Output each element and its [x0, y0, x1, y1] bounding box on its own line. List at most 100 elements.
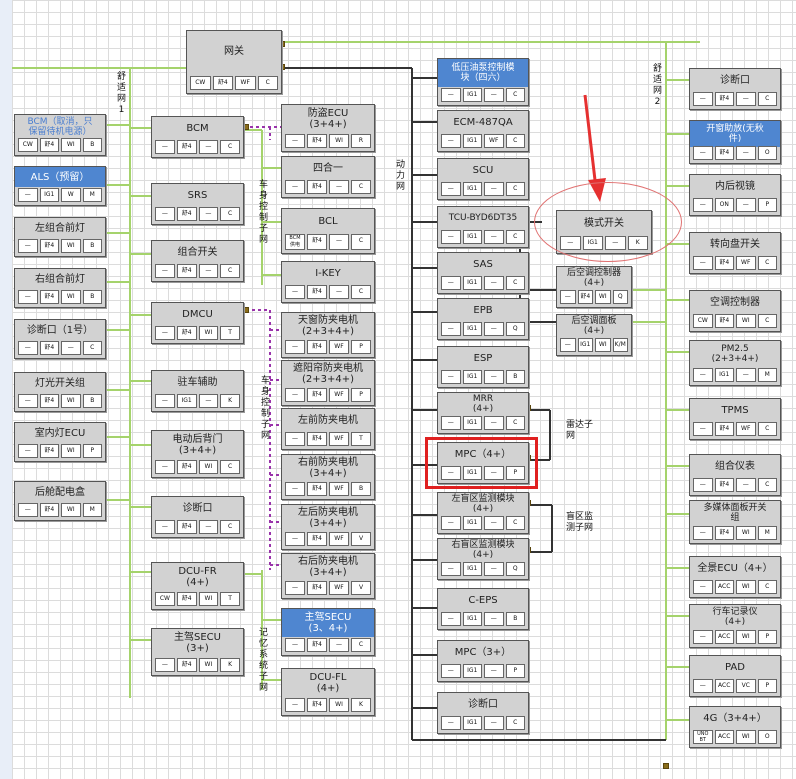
- srs-node[interactable]: SRS —舒4—C: [151, 183, 244, 225]
- cell: P: [505, 466, 525, 480]
- diag-port-3-node[interactable]: 诊断口 —IG1—C: [437, 692, 529, 734]
- mpc-3-node[interactable]: MPC（3+） —IG1—P: [437, 640, 529, 682]
- node-title: 后空调控制器 (4+): [566, 268, 621, 288]
- cell: —: [484, 322, 504, 336]
- gateway-node[interactable]: 网关 CW 舒4 WF C: [186, 30, 282, 94]
- combo-switch-node[interactable]: 组合开关 —舒4—C: [151, 240, 244, 282]
- cell: C: [351, 638, 371, 652]
- left-blind-spot-node[interactable]: 左盲区监测模块 (4+) —IG1—C: [437, 492, 529, 534]
- cell: —: [18, 444, 38, 458]
- diag-port-4-node[interactable]: 诊断口 —舒4—C: [689, 68, 781, 110]
- park-assist-node[interactable]: 驻车辅助 —IG1—K: [151, 370, 244, 412]
- cell: B: [351, 482, 371, 496]
- cell: 舒4: [577, 290, 593, 304]
- scu-node[interactable]: SCU —IG1—C: [437, 158, 529, 200]
- node-cells: BCM 供电舒4—C: [285, 234, 371, 250]
- bus-label-comfort-1: 舒适网1: [116, 72, 126, 115]
- instrument-cluster-node[interactable]: 组合仪表 —舒4—C: [689, 454, 781, 496]
- low-pressure-pump-node[interactable]: 低压油泵控制模 块（四六） —IG1—C: [437, 58, 529, 106]
- cell: —: [484, 664, 504, 678]
- cell: WI: [595, 338, 611, 352]
- cell: T: [351, 432, 371, 446]
- four-in-one-node[interactable]: 四合一 —舒4—C: [281, 156, 375, 198]
- cell: —: [441, 182, 461, 196]
- cell: IG1: [462, 134, 482, 148]
- cell: —: [18, 503, 38, 517]
- sas-node[interactable]: SAS —IG1—C: [437, 252, 529, 294]
- i-key-node[interactable]: I-KEY —舒4—C: [281, 261, 375, 303]
- node-cells: —舒4—C: [155, 140, 240, 154]
- cell: 舒4: [176, 264, 197, 278]
- c-eps-node[interactable]: C-EPS —IG1—B: [437, 588, 529, 630]
- cell: —: [285, 285, 305, 299]
- esp-node[interactable]: ESP —IG1—B: [437, 346, 529, 388]
- pm25-node[interactable]: PM2.5 (2+3+4+) —IG1—M: [689, 340, 781, 386]
- bus-label-comfort-2: 舒适网2: [652, 64, 662, 107]
- inner-mirror-node[interactable]: 内后视镜 —ON—P: [689, 174, 781, 216]
- mpc-4-node[interactable]: MPC（4+） —IG1—P: [437, 442, 529, 484]
- cell: V: [351, 532, 371, 546]
- node-title: 诊断口（1号）: [26, 324, 94, 336]
- node-title: BCL: [318, 215, 338, 227]
- bcl-node[interactable]: BCL BCM 供电舒4—C: [281, 208, 375, 254]
- cell: —: [736, 92, 756, 106]
- cell: —: [693, 256, 713, 270]
- bcm-node[interactable]: BCM —舒4—C: [151, 116, 244, 158]
- right-blind-spot-node[interactable]: 右盲区监测模块 (4+) —IG1—Q: [437, 538, 529, 580]
- window-assist-node[interactable]: 开窗助放(无秋 件) —舒4—O: [689, 120, 781, 164]
- cell: M: [82, 503, 102, 517]
- cell: —: [484, 88, 504, 102]
- tcu-node[interactable]: TCU-BYD6DT35 —IG1—C: [437, 206, 529, 248]
- node-cells: —IG1—K: [155, 394, 240, 408]
- epb-node[interactable]: EPB —IG1—Q: [437, 298, 529, 340]
- node-title: SRS: [187, 189, 208, 201]
- node-title: 室内灯ECU: [34, 427, 86, 439]
- cell: —: [198, 520, 219, 534]
- diag-port-2-node[interactable]: 诊断口 —舒4—C: [151, 496, 244, 538]
- node-title: 多媒体面板开关 组: [703, 503, 767, 523]
- cell: —: [441, 516, 461, 530]
- cell: —: [441, 88, 461, 102]
- cell: WI: [61, 394, 81, 408]
- cell: ACC: [714, 679, 734, 693]
- cell: —: [484, 276, 504, 290]
- main-secu-2-node[interactable]: 主驾SECU (3、4+) —舒4—C: [281, 608, 375, 656]
- diag-port-1-node[interactable]: 诊断口（1号） —舒4—C: [14, 319, 106, 359]
- cell: —: [285, 180, 305, 194]
- node-title: DCU-FL (4+): [309, 672, 347, 694]
- mrr-node[interactable]: MRR (4+) —IG1—C: [437, 392, 529, 434]
